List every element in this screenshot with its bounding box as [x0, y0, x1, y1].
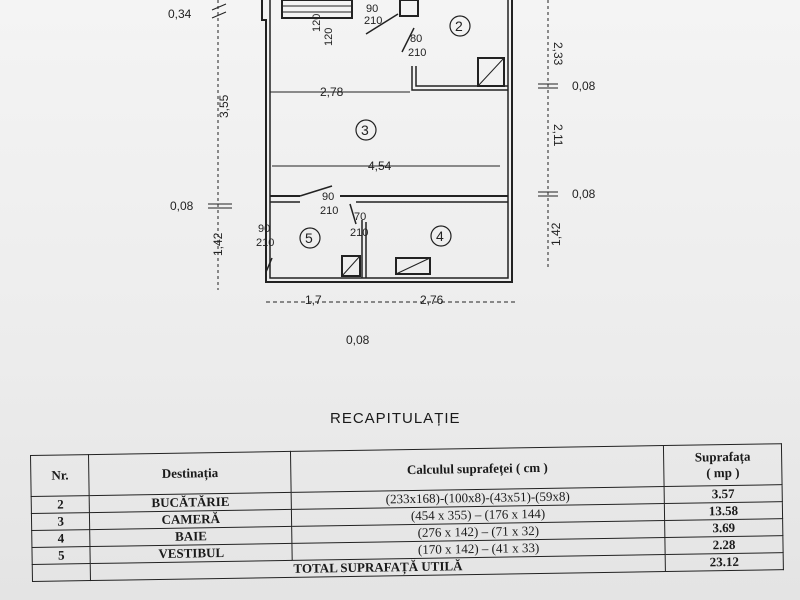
door-label-6-w: 90 — [258, 223, 270, 235]
door-label-5-w: 70 — [354, 211, 366, 223]
header-calculation: Calculul suprafeței ( cm ) — [290, 445, 665, 493]
dim-right-gap2: 0,08 — [572, 187, 596, 201]
row-area: 13.58 — [664, 501, 783, 521]
row-area: 3.69 — [664, 518, 783, 538]
total-value: 23.12 — [665, 552, 784, 572]
row-nr: 3 — [31, 512, 91, 531]
row-nr: 2 — [31, 495, 90, 514]
dim-bottom-gap: 0,08 — [346, 333, 370, 347]
recap-title: RECAPITULAȚIE — [330, 410, 461, 427]
dim-right-gap1: 0,08 — [572, 79, 596, 93]
room-number-3: 3 — [361, 122, 369, 138]
dim-inner-mid: 4,54 — [368, 159, 392, 173]
door-label-3-w: 80 — [410, 33, 422, 45]
partition-wall — [361, 220, 367, 278]
header-area-label: Suprafața — [694, 448, 751, 465]
header-area-unit: ( mp ) — [706, 464, 740, 481]
door-label-4-h: 210 — [320, 205, 338, 217]
row-nr: 5 — [31, 546, 91, 565]
door-label-2-w: 90 — [366, 3, 378, 15]
row-area: 3.57 — [664, 484, 783, 504]
floor-plan: 0,34 3,55 0,08 1,42 2,33 0,08 2,11 0,08 … — [168, 0, 596, 347]
dim-left-mid: 3,55 — [217, 94, 231, 118]
room-number-2: 2 — [455, 18, 463, 34]
dim-right-top: 2,33 — [551, 42, 565, 66]
chimney-block — [399, 0, 419, 17]
door-label-3-h: 210 — [408, 47, 426, 59]
header-area: Suprafața ( mp ) — [663, 443, 783, 487]
dim-left-top: 0,34 — [168, 7, 192, 21]
row-nr: 4 — [31, 529, 91, 548]
dim-bottom-left: 1,7 — [305, 293, 322, 307]
door-label-6-h: 210 — [256, 237, 274, 249]
door-label-5-h: 210 — [350, 227, 368, 239]
bath-duct — [341, 255, 361, 277]
outer-wall — [261, 0, 513, 283]
header-destination: Destinația — [88, 451, 292, 496]
dim-right-mid: 2,11 — [551, 124, 565, 147]
dim-inner-top: 2,78 — [320, 85, 344, 99]
row-area: 2.28 — [664, 535, 784, 555]
stair-block — [281, 0, 353, 19]
door-label-1-w: 120 — [311, 14, 323, 32]
door-label-2-h: 210 — [364, 15, 382, 27]
outer-wall-inner — [269, 0, 509, 279]
room-number-4: 4 — [436, 228, 444, 244]
total-nr-cell — [32, 563, 91, 582]
door-label-4-w: 90 — [322, 191, 334, 203]
bath-tub — [395, 257, 431, 275]
room-number-5: 5 — [305, 230, 313, 246]
dim-left-gap: 0,08 — [170, 199, 194, 213]
kitchen-duct — [477, 57, 505, 87]
recap-table: Nr. Destinația Calculul suprafeței ( cm … — [30, 443, 784, 582]
header-nr: Nr. — [30, 454, 90, 497]
dim-left-bottom: 1,42 — [211, 232, 225, 256]
door-label-1-h: 120 — [323, 28, 335, 46]
dim-right-bottom: 1,42 — [549, 222, 563, 246]
dim-bottom-right: 2,76 — [420, 293, 444, 307]
